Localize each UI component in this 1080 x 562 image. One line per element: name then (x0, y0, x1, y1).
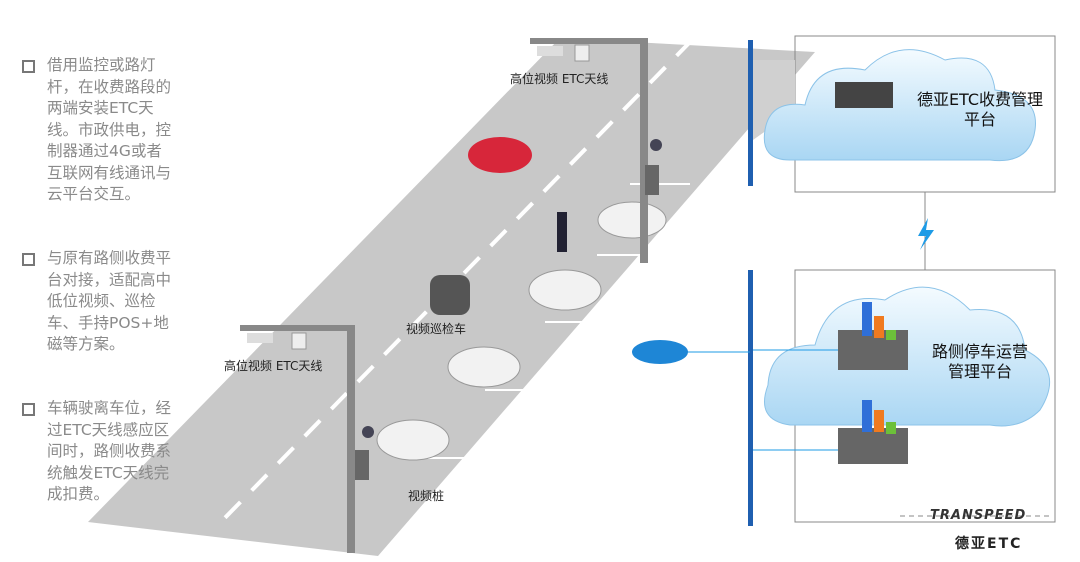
pole-top (530, 38, 659, 263)
parking-platform-title: 路侧停车运营管理平台 (931, 342, 1028, 381)
square-bullet-icon (22, 253, 35, 266)
label-pole-top: 高位视频 ETC天线 (510, 72, 609, 86)
logo-brand: TRANSPEED (930, 508, 1027, 523)
bullet-2: 与原有路侧收费平台对接，适配高中低位视频、巡检车、手持POS+地磁等方案。 (22, 248, 172, 356)
cloud-top (763, 49, 1036, 162)
parked-cars (376, 201, 667, 461)
label-video-pile: 视频桩 (408, 489, 445, 503)
router-icon (632, 340, 688, 364)
logo-name: 德亚ETC (955, 536, 1023, 552)
pole-bottom (240, 325, 369, 553)
label-patrol: 视频巡检车 (406, 322, 467, 336)
lightning-icon (918, 218, 934, 250)
location-pin-icon (650, 139, 662, 151)
square-bullet-icon (22, 60, 35, 73)
officer (557, 212, 567, 252)
patrol-motorcycle (430, 275, 470, 315)
server-icon (835, 82, 893, 108)
location-pin-icon (362, 426, 374, 438)
label-pole-bottom: 高位视频 ETC天线 (224, 359, 323, 373)
network-bar-bottom (748, 270, 753, 526)
square-bullet-icon (22, 403, 35, 416)
network-bar-top (748, 40, 753, 186)
etc-platform-title: 德亚ETC收费管理平台 (916, 90, 1044, 129)
beam (753, 60, 795, 140)
bullet-1: 借用监控或路灯杆，在收费路段的两端安装ETC天线。市政供电，控制器通过4G或者互… (22, 55, 172, 206)
red-car (468, 137, 532, 173)
bullet-3: 车辆驶离车位，经过ETC天线感应区间时，路侧收费系统触发ETC天线完成扣费。 (22, 398, 172, 506)
server-chart-icon (838, 400, 908, 464)
server-chart-icon (838, 302, 908, 370)
